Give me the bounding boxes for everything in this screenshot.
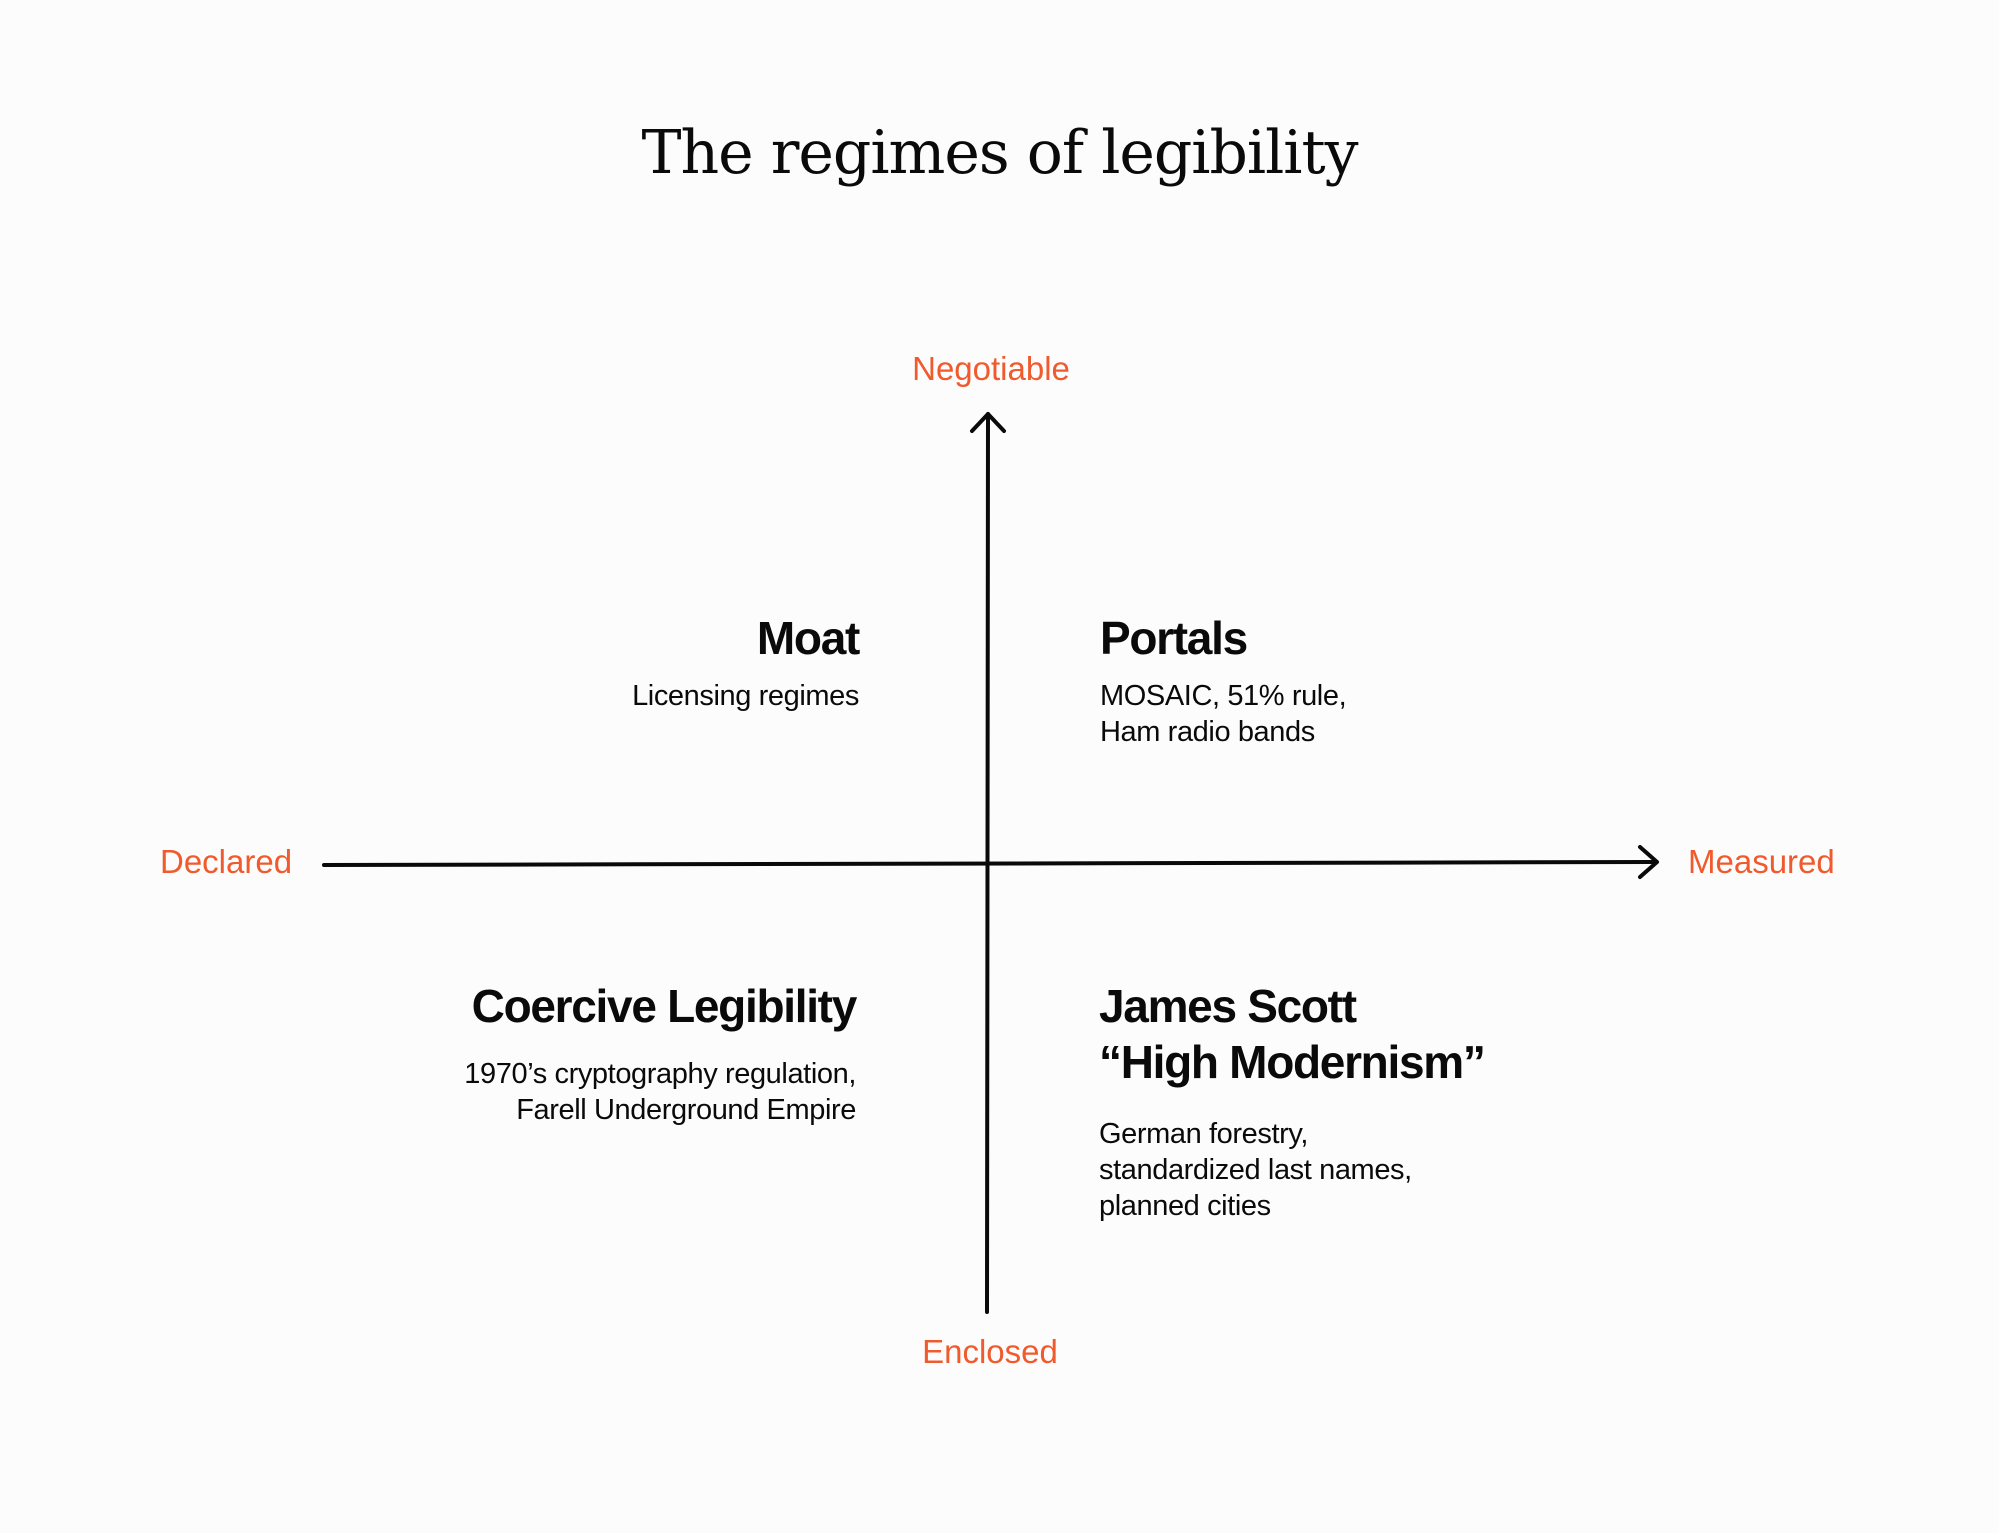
quadrant-description: German forestry, standardized last names… (1099, 1118, 1412, 1222)
axis-label-top: Negotiable (912, 350, 1070, 387)
quadrant-description: Licensing regimes (632, 680, 859, 712)
quadrant-description: 1970’s cryptography regulation, Farell U… (464, 1058, 856, 1126)
quadrant-title: Portals (1100, 612, 1248, 664)
axis-label-left: Declared (160, 843, 293, 880)
quadrant-bottom-left: Coercive Legibility 1970’s cryptography … (216, 978, 858, 1128)
quadrant-description: MOSAIC, 51% rule, Ham radio bands (1100, 680, 1347, 748)
quadrant-title: James Scott “High Modernism” (1099, 980, 1486, 1088)
axis-label-bottom: Enclosed (922, 1333, 1058, 1370)
diagram-title: The regimes of legibility (641, 118, 1359, 188)
quadrant-top-left: Moat Licensing regimes (459, 610, 860, 714)
quadrant-title: Moat (756, 612, 860, 664)
horizontal-axis-arrowhead (1638, 845, 1659, 879)
quadrant-top-right: Portals MOSAIC, 51% rule, Ham radio band… (1100, 610, 1620, 750)
vertical-axis-arrowhead (970, 412, 1006, 433)
quadrant-bottom-right: James Scott “High Modernism” German fore… (1099, 978, 1719, 1224)
horizontal-axis (322, 860, 1657, 867)
axis-label-right: Measured (1688, 843, 1835, 880)
quadrant-title: Coercive Legibility (471, 980, 858, 1032)
